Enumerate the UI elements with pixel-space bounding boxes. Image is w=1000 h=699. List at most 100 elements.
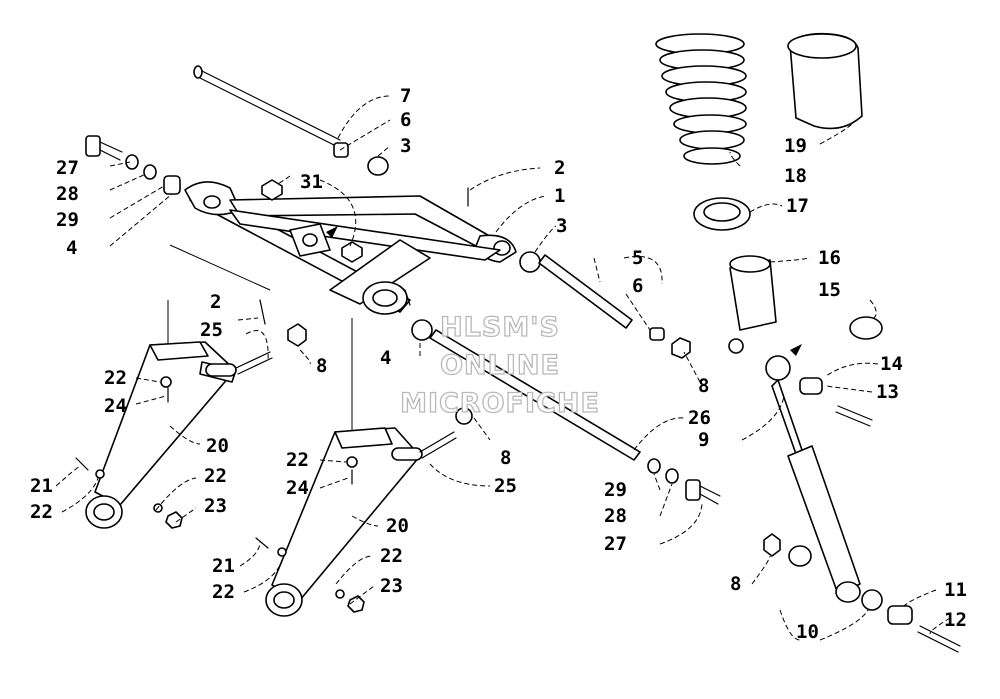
washer-22-right-c [335,589,345,599]
callout-22-rightarm: 22 [286,449,309,471]
washer-22-right-b [277,547,287,557]
callout-11: 11 [944,579,967,601]
callout-27-left: 27 [56,157,79,179]
callout-4-left: 4 [66,237,77,259]
callout-8-shaft5: 8 [698,375,709,397]
callout-28-left: 28 [56,183,79,205]
washer-22-left-b [95,469,105,479]
stud-25-right [419,431,457,459]
callout-13: 13 [876,381,899,403]
bolt-13 [835,405,873,427]
callout-29-right: 29 [604,479,627,501]
callout-22-right-b: 22 [212,581,235,603]
callout-28-right: 28 [604,505,627,527]
callout-8-right: 8 [500,447,511,469]
washer-29-right [647,458,661,474]
callout-2-top: 2 [554,157,565,179]
callout-23-right: 23 [380,575,403,597]
screw-21-left [75,457,89,471]
callout-10: 10 [796,621,819,643]
callout-14: 14 [880,353,903,375]
bushing-10-a [788,545,812,567]
bolt-12 [917,625,961,653]
washer-29-left [143,164,157,180]
washer-6-right [649,327,665,341]
bushing-4-center [411,319,433,341]
washer-28-left [125,154,139,170]
callout-22-right-c: 22 [380,545,403,567]
callout-26: 26 [688,407,711,429]
bushing-3-top [367,156,389,176]
watermark: HLSM'S ONLINE MICROFICHE [399,311,600,419]
callout-21-left: 21 [30,475,53,497]
nut-8-shaft5 [671,337,691,359]
callout-22-left-c: 22 [204,465,227,487]
callout-17: 17 [786,195,809,217]
washer-22-leftarm [160,376,172,388]
nut-31-b [341,241,363,263]
callout-2-left: 2 [210,291,221,313]
spacer-11 [887,605,913,625]
nut-23-right [347,595,365,613]
leader-lines [55,95,951,641]
callout-16: 16 [818,247,841,269]
nut-8-bottom [763,533,781,557]
spring-18 [655,33,747,165]
nut-8-right [455,407,473,425]
callout-24-right: 24 [286,477,309,499]
callout-7: 7 [400,85,411,107]
callout-27-right: 27 [604,533,627,555]
callout-25-right: 25 [494,475,517,497]
washer-6-top [333,142,349,158]
callout-24-left: 24 [104,395,127,417]
washer-28-right [665,468,679,484]
callout-23-left: 23 [204,495,227,517]
bump-stop-16 [729,255,777,331]
nut-8-left [287,323,307,347]
callout-3-top: 3 [400,135,411,157]
shaft-5 [538,254,633,329]
arm-20-left [85,341,237,529]
arrow-marker [326,226,338,238]
callout-15: 15 [818,279,841,301]
nut-8-shock-top [728,338,744,354]
bolt-27-right [685,479,721,505]
bushing-10-b [861,589,883,611]
watermark-line-2: ONLINE [440,350,560,381]
bushing-3-right [519,251,541,273]
screw-21-right [255,537,269,549]
callout-21-right: 21 [212,555,235,577]
callout-29-left: 29 [56,209,79,231]
washer-22-rightarm [346,456,358,468]
callout-22-left-b: 22 [30,501,53,523]
callouts: 7 6 3 2 1 3 31 27 28 29 4 5 6 2 25 8 4 8… [30,85,967,643]
upper-shaft [193,65,341,147]
arm-20-right [265,427,423,617]
bolt-27-left [85,135,123,161]
washer-15 [849,316,883,340]
watermark-line-1: HLSM'S [440,312,560,343]
nut-23-left [165,511,183,529]
watermark-line-3: MICROFICHE [400,388,600,419]
callout-6-top: 6 [400,109,411,131]
shaft-26 [429,329,641,461]
main-frame [184,181,517,315]
callout-12: 12 [944,609,967,631]
callout-9: 9 [698,429,709,451]
callout-25-left: 25 [200,319,223,341]
callout-5: 5 [632,247,643,269]
arrow-marker-shock [790,344,802,356]
callout-8-bottom: 8 [730,573,741,595]
callout-3-right: 3 [556,215,567,237]
callout-19: 19 [784,135,807,157]
callout-1: 1 [554,185,565,207]
callout-4-center: 4 [380,347,391,369]
spacer-14 [799,377,823,395]
callout-20-left: 20 [206,435,229,457]
nut-31-a [261,179,283,201]
callout-6-right: 6 [632,275,643,297]
shock-9 [765,355,861,603]
callout-22-leftarm: 22 [104,367,127,389]
callout-18: 18 [784,165,807,187]
